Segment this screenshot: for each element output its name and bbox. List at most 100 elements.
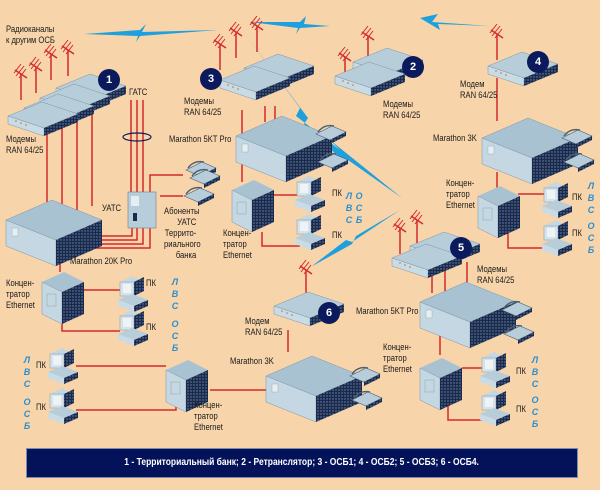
- osb-letter: Б: [355, 215, 363, 225]
- osb-letter: О: [171, 319, 179, 329]
- osb-letter: О: [531, 395, 539, 405]
- modem-label-line: RAN 64/25: [477, 275, 515, 285]
- lan-letter: Л: [23, 355, 31, 365]
- uats-subscribers-line: Террито-: [164, 228, 197, 238]
- osb-letter: С: [23, 409, 31, 419]
- node-1-hub-label: Концен- тратор Ethernet: [6, 278, 35, 311]
- osb-letter: О: [587, 221, 595, 231]
- lan-letter: С: [531, 379, 539, 389]
- pc-node-4b: [541, 219, 573, 257]
- phone-uats-2: [183, 186, 215, 207]
- uats-subscribers-line: УАТС: [177, 217, 197, 227]
- osb-letter: С: [355, 203, 363, 213]
- radio-links: [84, 14, 490, 266]
- hub-label-line: Ethernet: [6, 300, 35, 310]
- hub-label-line: Концен-: [6, 278, 35, 288]
- node-badge-6: 6: [318, 302, 340, 324]
- pc-label: ПК: [36, 360, 46, 370]
- lan-letter: В: [171, 289, 179, 299]
- phone-node-6b: [351, 390, 383, 411]
- osb-letter: Б: [23, 421, 31, 431]
- pc-label: ПК: [332, 230, 342, 240]
- legend-text: 1 - Территориальный банк; 2 - Ретранслят…: [124, 457, 480, 468]
- lan-letter: Л: [171, 277, 179, 287]
- pc-node-1b: [117, 309, 149, 347]
- hub-label-line: тратор: [194, 411, 218, 421]
- hub-node-3: [231, 179, 275, 233]
- pc-node-5b: [479, 389, 511, 427]
- hub-label-line: Концен-: [383, 342, 412, 352]
- node-3-hub-label: Концен- тратор Ethernet: [223, 228, 252, 261]
- lan-letter: С: [171, 301, 179, 311]
- lan-letter: С: [23, 379, 31, 389]
- radio-channels-line-1: Радиоканалы: [6, 24, 55, 34]
- hub-label-line: Концен-: [446, 178, 475, 188]
- osb-letter: С: [587, 233, 595, 243]
- node-4-hub-label: Концен- тратор Ethernet: [446, 178, 475, 211]
- node-6-hub-label: Концен- тратор Ethernet: [194, 400, 223, 433]
- radio-channels-line-2: к другим ОСБ: [6, 35, 55, 45]
- node-badge-1: 1: [98, 69, 120, 91]
- hub-label-line: тратор: [6, 289, 30, 299]
- node-6-server-label: Marathon 3K: [230, 356, 274, 366]
- pc-node-5a: [479, 351, 511, 389]
- node-badge-3: 3: [200, 68, 222, 90]
- server-node-5: [419, 281, 517, 349]
- lan-letter: Л: [587, 181, 595, 191]
- osb-letter: С: [531, 407, 539, 417]
- phone-node-4b: [563, 152, 595, 173]
- pc-node-4a: [541, 181, 573, 219]
- modem-label-line: Модемы: [383, 99, 414, 109]
- node-5-hub-label: Концен- тратор Ethernet: [383, 342, 412, 375]
- pc-label: ПК: [146, 322, 156, 332]
- uats-subscribers-line: Абоненты: [164, 206, 200, 216]
- lan-letter: В: [345, 203, 353, 213]
- node-badge-4: 4: [527, 51, 549, 73]
- server-node-6: [265, 355, 363, 423]
- node-5-server-label: Marathon 5KT Pro: [356, 306, 419, 316]
- modem-label-line: Модемы: [184, 96, 215, 106]
- node-3-server-label: Marathon 5KT Pro: [169, 134, 232, 144]
- hub-label-line: Ethernet: [223, 250, 252, 260]
- lan-letter: Л: [345, 191, 353, 201]
- hub-label-line: Ethernet: [446, 200, 475, 210]
- node-badge-2: 2: [402, 56, 424, 78]
- osb-letter: О: [355, 191, 363, 201]
- hub-label-line: Концен-: [194, 400, 223, 410]
- hub-label-line: тратор: [223, 239, 247, 249]
- pc-node-6a: [47, 347, 79, 385]
- lan-letter: В: [531, 367, 539, 377]
- node-4-modem-label: Модем RAN 64/25: [460, 79, 497, 101]
- gats-cable-bundle-icon: [122, 132, 152, 142]
- hub-node-5: [419, 357, 463, 411]
- radio-link-3-2: [250, 16, 330, 34]
- legend-bar: 1 - Территориальный банк; 2 - Ретранслят…: [26, 448, 578, 478]
- lan-letter: Л: [531, 355, 539, 365]
- modem-label-line: RAN 64/25: [383, 110, 421, 120]
- node-3-modem-label: Модемы RAN 64/25: [184, 96, 221, 118]
- hub-label-line: тратор: [446, 189, 470, 199]
- osb-letter: О: [23, 397, 31, 407]
- radio-link-1-3: [84, 24, 218, 42]
- node-1-modem-label: Модемы RAN 64/25: [6, 134, 43, 156]
- pc-node-3a: [294, 175, 326, 213]
- lan-letter: В: [23, 367, 31, 377]
- modem-label-line: Модем: [245, 316, 270, 326]
- osb-letter: Б: [587, 245, 595, 255]
- hub-label-line: Концен-: [223, 228, 252, 238]
- modem-label-line: RAN 64/25: [245, 327, 283, 337]
- pc-label: ПК: [146, 278, 156, 288]
- lan-letter: В: [587, 193, 595, 203]
- uats-subscribers-line: риального: [164, 239, 201, 249]
- uats-subscribers-label: Абоненты УАТС Террито- риального банка: [164, 206, 201, 261]
- pc-node-6b: [47, 387, 79, 425]
- node-2-modem-label: Модемы RAN 64/25: [383, 99, 420, 121]
- lan-letter: С: [587, 205, 595, 215]
